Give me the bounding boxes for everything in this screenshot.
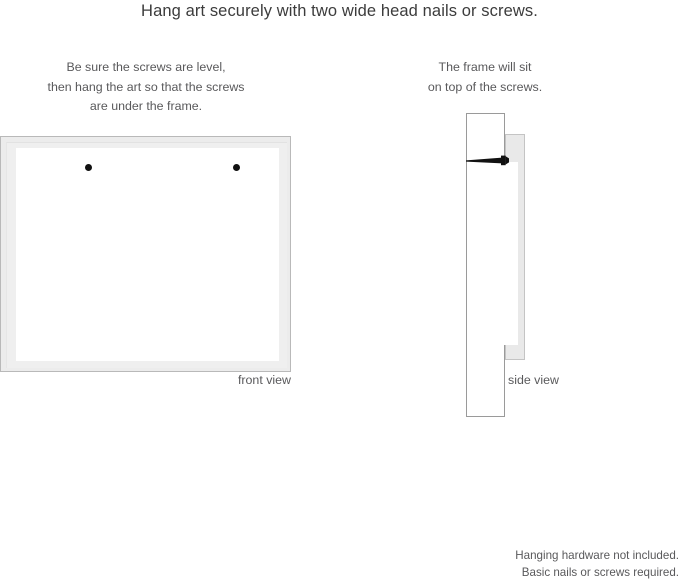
front-view-caption: Be sure the screws are level, then hang … [47, 60, 245, 113]
screw-head-right-icon [233, 164, 240, 171]
artwork-mat-area [16, 148, 279, 361]
page-title: Hang art securely with two wide head nai… [141, 2, 538, 20]
screw-head-left-icon [85, 164, 92, 171]
side-view-caption: The frame will sit on top of the screws. [427, 60, 543, 94]
side-view-illustration [460, 105, 580, 425]
picture-frame-outline [0, 136, 291, 372]
frame-inner-cross-section [503, 162, 518, 345]
nail-icon [466, 154, 509, 166]
front-view-label: front view [237, 373, 291, 387]
side-view-label: side view [508, 373, 559, 387]
front-view-illustration [0, 136, 291, 372]
footer-note: Hanging hardware not included. Basic nai… [515, 549, 679, 579]
wall-cross-section [466, 113, 505, 417]
